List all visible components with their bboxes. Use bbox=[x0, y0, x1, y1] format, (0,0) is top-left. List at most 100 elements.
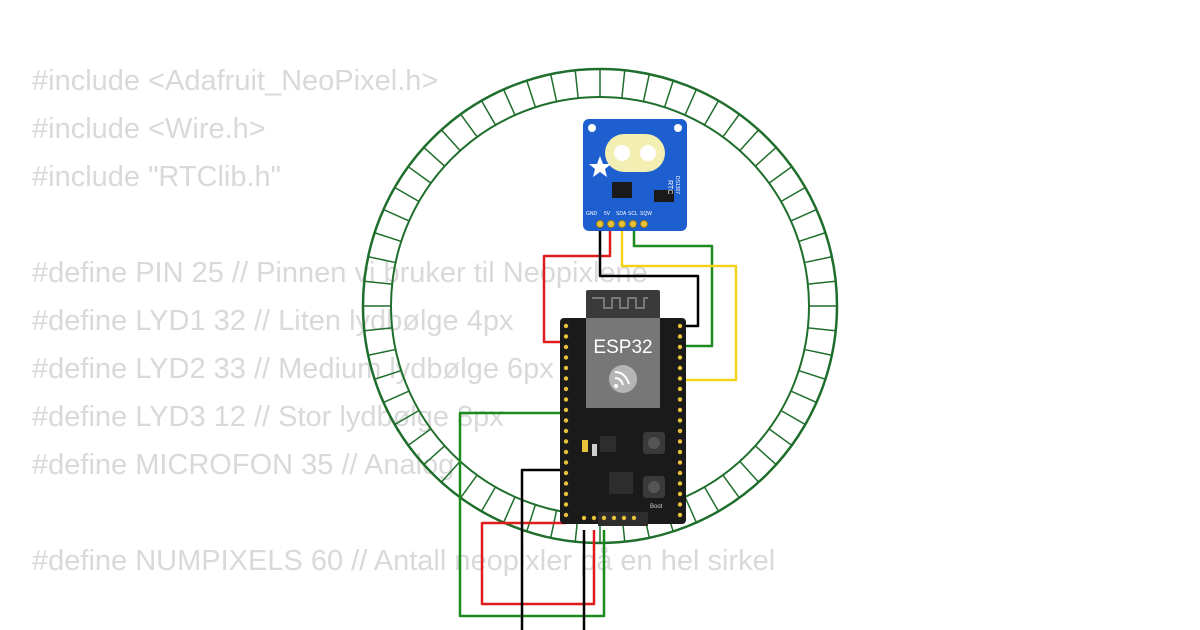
esp32-pins bbox=[563, 323, 683, 521]
esp32-pin[interactable] bbox=[677, 439, 683, 444]
wire-green-rtc-scl[interactable] bbox=[632, 224, 714, 348]
wire-black-gnd-1[interactable] bbox=[520, 468, 566, 630]
esp32-pin[interactable] bbox=[677, 355, 683, 360]
neopixel-ring[interactable] bbox=[361, 67, 839, 545]
esp32-bottom-pin[interactable] bbox=[601, 515, 607, 521]
rtc-pin[interactable] bbox=[607, 220, 615, 228]
code-line: #define NUMPIXELS 60 // Antall neopixler… bbox=[32, 545, 776, 577]
esp32-pin[interactable] bbox=[563, 386, 569, 392]
esp32-pin[interactable] bbox=[677, 334, 683, 339]
code-line: #define MICROFON 35 // Analog bbox=[32, 449, 455, 481]
esp32-bottom-pin[interactable] bbox=[611, 515, 617, 521]
rtc-pin[interactable] bbox=[618, 220, 626, 228]
code-line: #define LYD2 33 // Medium lydbølge 6px bbox=[32, 353, 554, 385]
esp32-pin[interactable] bbox=[677, 323, 683, 329]
esp32-pin[interactable] bbox=[677, 428, 683, 434]
esp32-pin[interactable] bbox=[563, 502, 569, 507]
neopixel-led bbox=[804, 255, 832, 264]
esp32-pin[interactable] bbox=[563, 439, 569, 444]
wire-red-rtc-5v[interactable] bbox=[542, 224, 612, 344]
esp32-pin[interactable] bbox=[563, 491, 569, 497]
wire-green-ring-din[interactable] bbox=[458, 411, 606, 618]
code-line: #define PIN 25 // Pinnen vi bruker til N… bbox=[32, 257, 648, 289]
rtc-pin[interactable] bbox=[640, 220, 648, 228]
resistor bbox=[592, 444, 597, 456]
neopixel-led bbox=[460, 474, 478, 499]
esp32-pin[interactable] bbox=[563, 323, 569, 329]
neopixel-led bbox=[480, 486, 497, 512]
neopixel-led bbox=[768, 166, 793, 184]
esp32-bottom-pin[interactable] bbox=[581, 515, 587, 521]
neopixel-led bbox=[684, 496, 698, 523]
esp32-pin[interactable] bbox=[677, 365, 683, 371]
esp32-pin[interactable] bbox=[563, 397, 569, 402]
battery-holder bbox=[605, 134, 665, 172]
neopixel-led bbox=[383, 390, 410, 404]
wire-yellow-rtc-sda[interactable] bbox=[620, 224, 738, 382]
rtc-label: RTC bbox=[666, 180, 673, 194]
rtc-pin[interactable] bbox=[596, 220, 604, 228]
esp32-pin[interactable] bbox=[677, 460, 683, 465]
rtc-module[interactable]: RTC DS1307 GND 5V SDA SCL SQW bbox=[583, 119, 687, 231]
esp32-pin[interactable] bbox=[563, 512, 569, 518]
en-button-cap bbox=[648, 437, 660, 449]
esp32-pin[interactable] bbox=[563, 428, 569, 434]
neopixel-led bbox=[440, 460, 461, 483]
esp32-pin[interactable] bbox=[677, 376, 683, 381]
esp32-pin[interactable] bbox=[677, 481, 683, 486]
esp32-pin[interactable] bbox=[563, 376, 569, 381]
adafruit-logo-icon bbox=[589, 156, 611, 177]
esp32-pin[interactable] bbox=[563, 418, 569, 423]
neopixel-led bbox=[423, 146, 446, 167]
esp32-pin[interactable] bbox=[677, 386, 683, 392]
wire-black-rtc-gnd[interactable] bbox=[598, 224, 700, 328]
shield-can bbox=[586, 318, 660, 408]
neopixel-led bbox=[368, 255, 396, 264]
esp32-pin[interactable] bbox=[677, 512, 683, 518]
neopixel-led bbox=[460, 113, 478, 138]
esp32-bottom-pin[interactable] bbox=[631, 515, 637, 521]
esp32-pin[interactable] bbox=[677, 449, 683, 455]
esp32-pin[interactable] bbox=[677, 418, 683, 423]
esp32-pin[interactable] bbox=[677, 491, 683, 497]
rtc-pin[interactable] bbox=[629, 220, 637, 228]
boot-label: Boot bbox=[650, 504, 663, 510]
esp32-pin[interactable] bbox=[563, 355, 569, 360]
rtc-pin-label-gnd: GND bbox=[586, 211, 598, 217]
neopixel-led bbox=[526, 504, 537, 532]
esp32-pin[interactable] bbox=[677, 344, 683, 350]
esp32-pin[interactable] bbox=[677, 397, 683, 402]
neopixel-led bbox=[754, 146, 777, 167]
esp32-pin[interactable] bbox=[563, 344, 569, 350]
esp32-pin[interactable] bbox=[563, 449, 569, 455]
esp32-pin[interactable] bbox=[563, 481, 569, 486]
neopixel-led bbox=[722, 113, 740, 138]
ring-pixels bbox=[363, 69, 837, 543]
neopixel-led bbox=[383, 208, 410, 222]
neopixel-led bbox=[423, 445, 446, 466]
neopixel-led bbox=[703, 100, 720, 126]
neopixel-led bbox=[807, 327, 836, 332]
esp32-pin[interactable] bbox=[563, 334, 569, 339]
esp32-label: ESP32 bbox=[593, 337, 652, 358]
esp32-bottom-pin[interactable] bbox=[591, 515, 597, 521]
neopixel-led bbox=[526, 80, 537, 108]
esp32-pin[interactable] bbox=[677, 470, 683, 476]
esp32-pin[interactable] bbox=[677, 502, 683, 507]
esp32-board[interactable]: ESP32 Boot bbox=[560, 290, 686, 526]
esp32-bottom-pin[interactable] bbox=[621, 515, 627, 521]
neopixel-led bbox=[574, 70, 579, 99]
neopixel-led bbox=[394, 186, 420, 203]
neopixel-led bbox=[798, 369, 826, 380]
esp32-pin[interactable] bbox=[563, 365, 569, 371]
wire-red-ring-5v[interactable] bbox=[480, 521, 596, 606]
neopixel-led bbox=[663, 80, 674, 108]
esp32-pin[interactable] bbox=[563, 407, 569, 413]
esp32-pin[interactable] bbox=[677, 407, 683, 413]
esp32-pin[interactable] bbox=[563, 460, 569, 465]
neopixel-led bbox=[790, 390, 817, 404]
neopixel-led bbox=[368, 348, 396, 357]
battery-contact bbox=[614, 145, 630, 161]
esp32-pin[interactable] bbox=[563, 470, 569, 476]
